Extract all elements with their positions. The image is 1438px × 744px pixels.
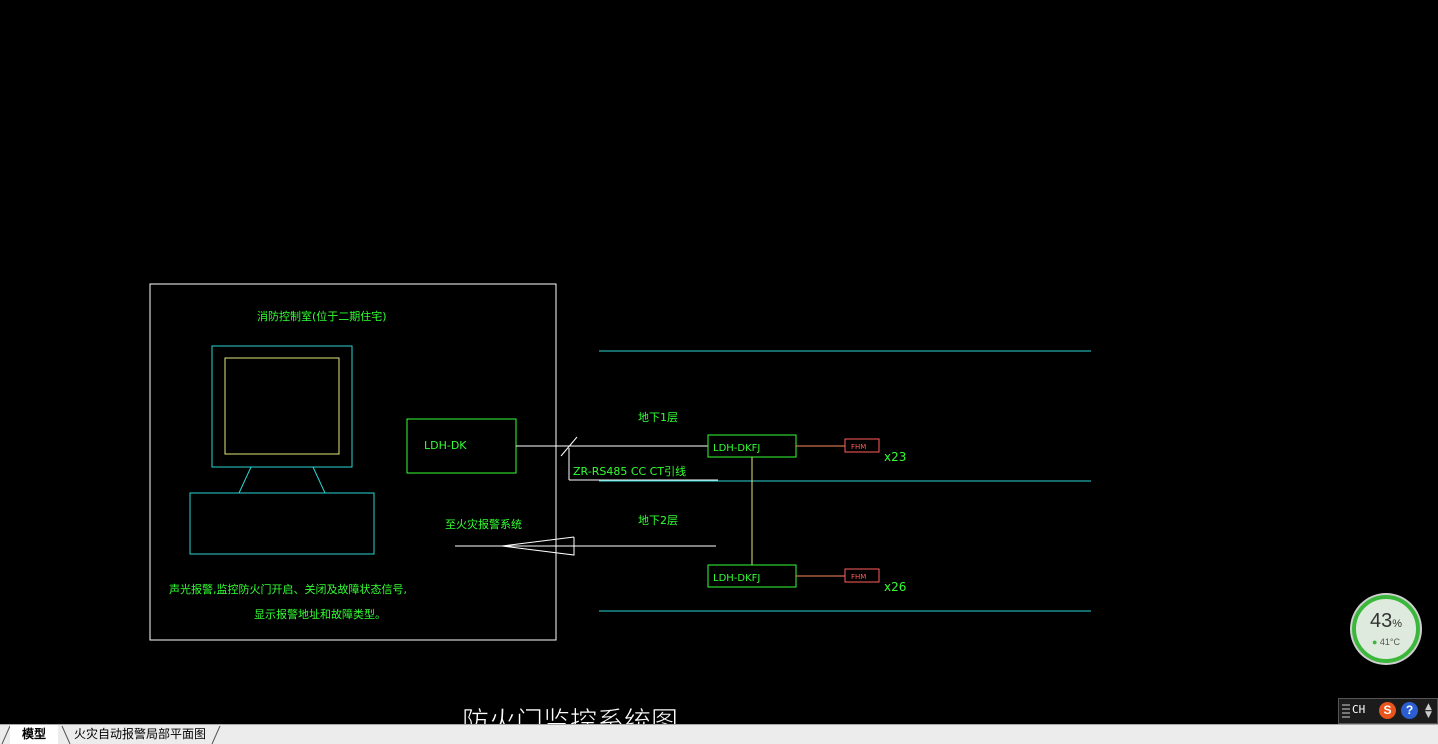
control-room-label: 消防控制室(位于二期住宅) xyxy=(257,309,387,323)
fire-alarm-link-label: 至火灾报警系统 xyxy=(445,517,522,531)
cpu-percent-unit: % xyxy=(1392,618,1403,630)
floor-1-module-label: LDH-DKFJ xyxy=(713,443,760,454)
computer-desk xyxy=(189,492,375,555)
cpu-temperature-value: 41°C xyxy=(1379,637,1401,647)
cpu-percent-value: 43 xyxy=(1369,610,1393,632)
tab-fire-alarm-plan[interactable]: 火灾自动报警局部平面图 xyxy=(74,727,207,741)
monitor-stand-right xyxy=(312,466,326,494)
floor-1-device-box xyxy=(844,438,880,453)
floor-2-module-label: LDH-DKFJ xyxy=(713,573,760,584)
note-line-2: 显示报警地址和故障类型。 xyxy=(254,607,386,621)
monitor-screen xyxy=(224,357,340,455)
control-room-frame xyxy=(149,283,557,641)
help-icon[interactable]: ? xyxy=(1401,702,1418,719)
chevron-menu-icon[interactable]: ▲▼ xyxy=(1425,702,1432,720)
drag-handle-icon[interactable] xyxy=(1342,704,1350,718)
floor-1-device-label: FHM xyxy=(851,443,866,451)
cpu-temperature: ● 41°C xyxy=(1356,637,1416,647)
floor-2-device-box xyxy=(844,568,880,583)
cpu-usage-widget[interactable]: 43% ● 41°C xyxy=(1352,595,1420,663)
floor-1-count-label: x23 xyxy=(884,450,906,464)
fire-alarm-arrow-icon xyxy=(501,536,575,556)
ime-toolbar[interactable]: CH S ? ▲▼ xyxy=(1338,698,1438,724)
thermometer-icon: ● xyxy=(1371,637,1378,647)
tab-divider xyxy=(211,725,221,744)
tab-divider xyxy=(1,725,11,744)
floor-2-count-label: x26 xyxy=(884,580,906,594)
cpu-percent: 43% xyxy=(1356,610,1416,633)
note-line-1: 声光报警,监控防火门开启、关闭及故障状态信号, xyxy=(169,582,407,596)
floor-1-label: 地下1层 xyxy=(638,411,678,424)
drawing-canvas[interactable]: 消防控制室(位于二期住宅) 声光报警,监控防火门开启、关闭及故障状态信号, 显示… xyxy=(0,0,1438,724)
monitor-outer xyxy=(211,345,353,468)
ime-language-toggle[interactable]: CH xyxy=(1352,703,1366,716)
sogou-logo-icon[interactable]: S xyxy=(1379,702,1396,719)
monitor-stand-left xyxy=(238,466,252,494)
bus-slash xyxy=(560,436,578,457)
bus-cable-label: ZR-RS485 CC CT引线 xyxy=(573,464,686,478)
tab-model[interactable]: 模型 xyxy=(10,725,59,744)
floor-2-device-label: FHM xyxy=(851,573,866,581)
controller-label: LDH-DK xyxy=(424,439,467,452)
tab-divider xyxy=(61,725,71,744)
drawing-title: 防火门监控系统图 xyxy=(462,707,678,724)
floor-2-label: 地下2层 xyxy=(638,514,678,527)
layout-tab-bar: 模型 火灾自动报警局部平面图 xyxy=(0,724,1438,744)
